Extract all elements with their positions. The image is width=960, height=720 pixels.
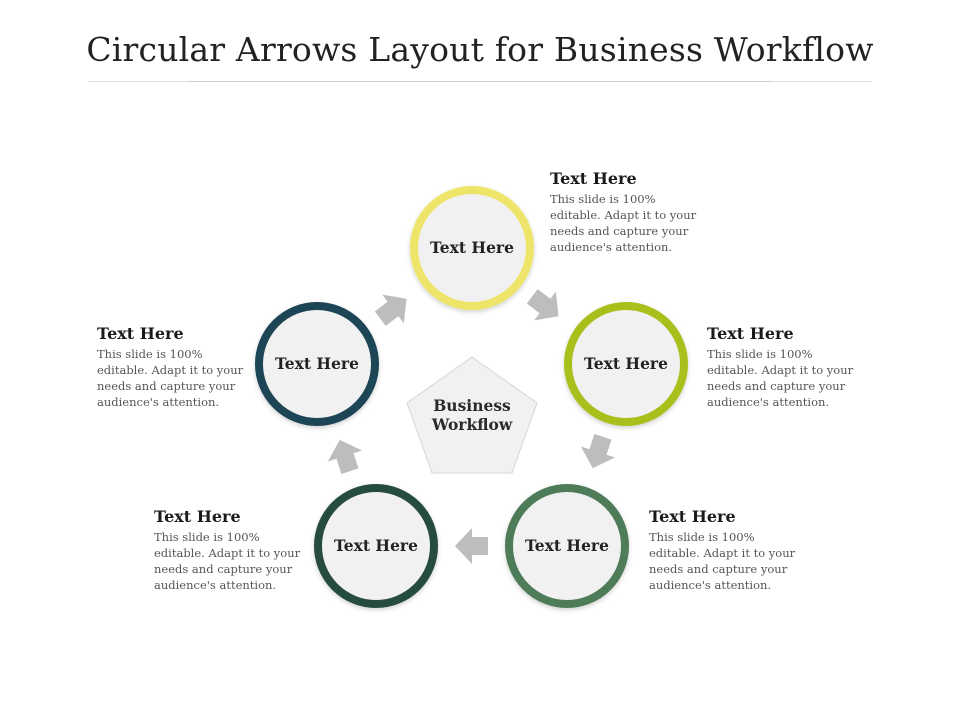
callout-heading: Text Here (707, 324, 794, 343)
arrow-top-to-right (526, 289, 559, 321)
callout-heading: Text Here (550, 169, 637, 188)
node-label-left: Text Here (275, 354, 359, 373)
center-pentagon (406, 356, 538, 474)
callout-heading: Text Here (649, 507, 736, 526)
center-label-line1: Business (433, 396, 511, 415)
callout-body: This slide is 100% editable. Adapt it to… (550, 192, 697, 254)
callout-heading: Text Here (97, 324, 184, 343)
arrow-right-to-bottom-right (580, 434, 616, 469)
arrow-bottom-left-to-left (327, 439, 363, 474)
callout-body: This slide is 100% editable. Adapt it to… (649, 530, 796, 592)
node-circle-bottom-right (505, 484, 629, 608)
callout-top: Text Here This slide is 100% editable. A… (550, 169, 700, 255)
node-label-bottom-left: Text Here (334, 536, 418, 555)
callout-right: Text Here This slide is 100% editable. A… (707, 324, 857, 410)
callout-left: Text Here This slide is 100% editable. A… (97, 324, 247, 410)
center-label: Business Workflow (412, 396, 532, 434)
node-circle-bottom-left (314, 484, 438, 608)
arrow-left-to-top (374, 294, 407, 326)
arrow-bottom-right-to-bottom-left (455, 528, 488, 564)
callout-heading: Text Here (154, 507, 241, 526)
node-circle-right (564, 302, 688, 426)
node-label-right: Text Here (584, 354, 668, 373)
page-title: Circular Arrows Layout for Business Work… (86, 30, 874, 69)
node-label-top: Text Here (430, 238, 514, 257)
node-circle-left (255, 302, 379, 426)
node-label-bottom-right: Text Here (525, 536, 609, 555)
callout-body: This slide is 100% editable. Adapt it to… (97, 347, 244, 409)
callout-body: This slide is 100% editable. Adapt it to… (154, 530, 301, 592)
title-divider-inner (186, 81, 774, 82)
callout-bottom-left: Text Here This slide is 100% editable. A… (154, 507, 304, 593)
callout-body: This slide is 100% editable. Adapt it to… (707, 347, 854, 409)
node-circle-top (410, 186, 534, 310)
callout-bottom-right: Text Here This slide is 100% editable. A… (649, 507, 799, 593)
center-label-line2: Workflow (431, 415, 513, 434)
